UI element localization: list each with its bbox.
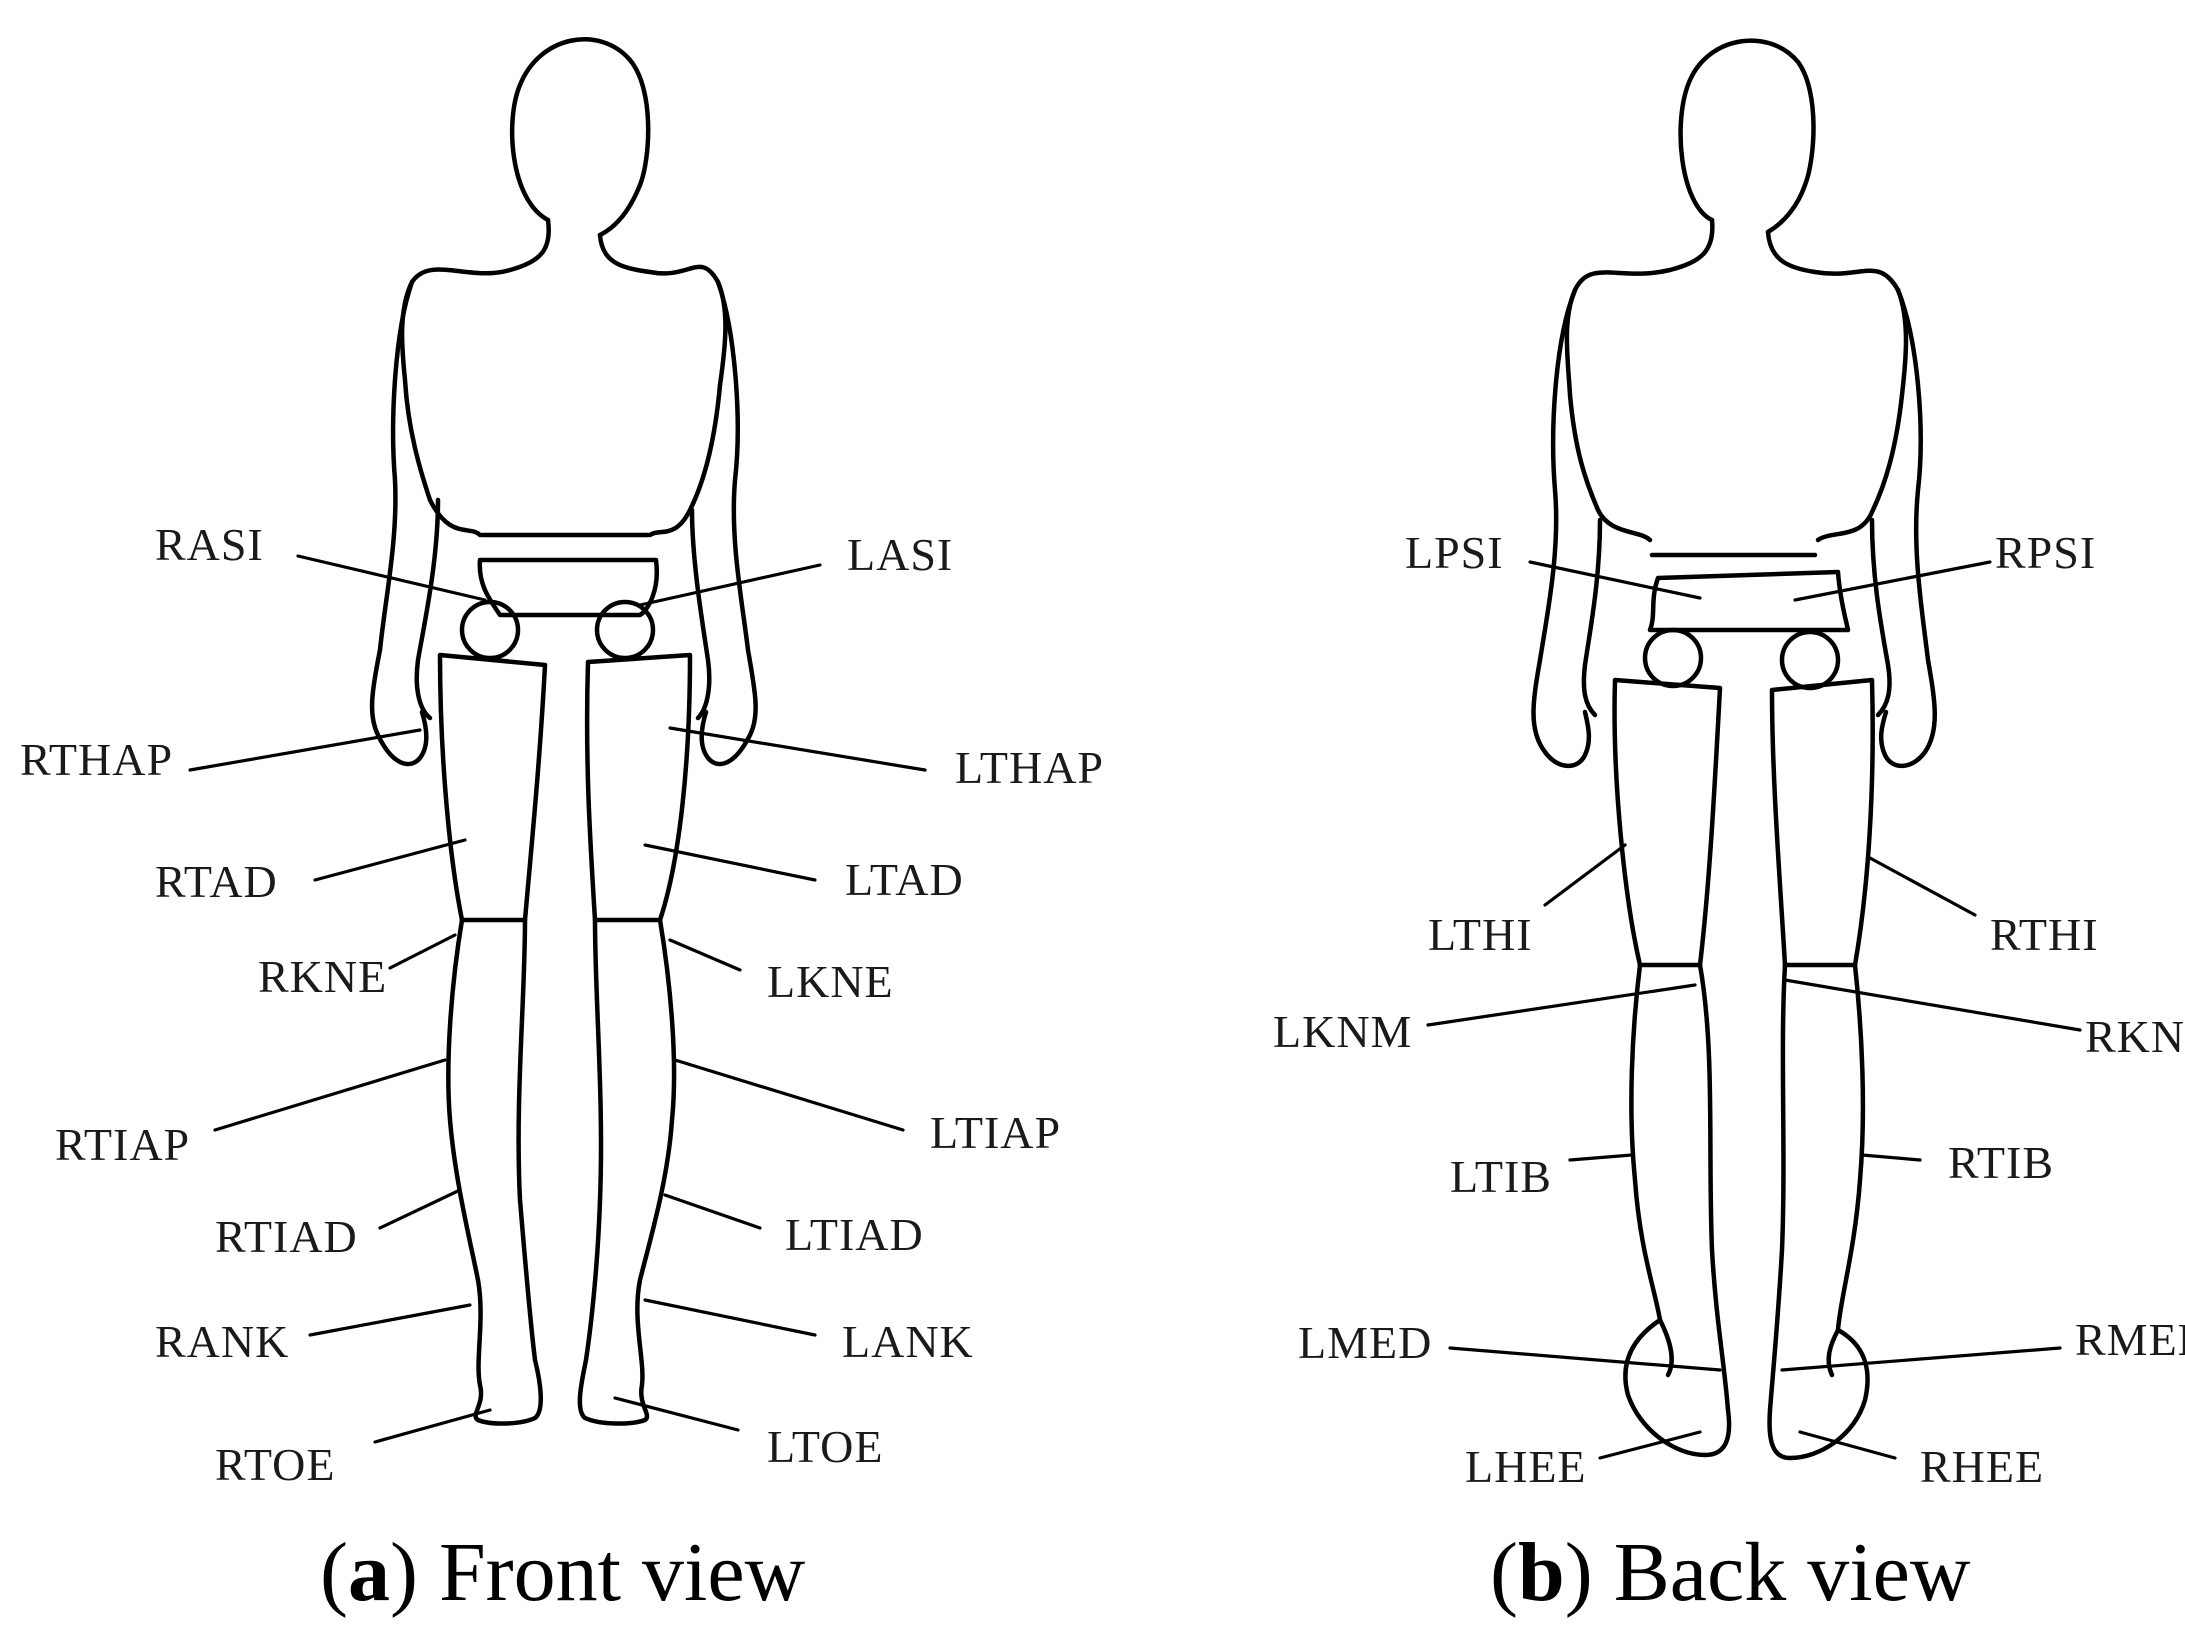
label-RASI: RASI (155, 519, 264, 570)
front-arm-left-side (699, 279, 758, 767)
leader-RTIB (1860, 1153, 1922, 1162)
leader-RTHAP (188, 728, 422, 772)
back-thigh-patch-left (1612, 677, 1723, 968)
leader-LTHAP (668, 726, 927, 772)
back-head (1678, 38, 1816, 235)
back-leg-left (1623, 962, 1732, 1458)
label-RTIAP: RTIAP (55, 1119, 190, 1170)
label-LHEE: LHEE (1465, 1441, 1587, 1492)
label-RTHAP: RTHAP (20, 734, 173, 785)
leader-LMED (1448, 1346, 1722, 1372)
leader-RTIAD (378, 1188, 462, 1230)
label-LTAD: LTAD (845, 854, 964, 905)
back-arm-right-inner (1869, 517, 1892, 718)
front-head (509, 37, 651, 238)
label-RTIB: RTIB (1948, 1137, 2054, 1188)
front-torso-outline-right (597, 232, 728, 538)
front-leg-left (577, 917, 677, 1426)
back-leader-lines (1426, 560, 2082, 1460)
leader-LHEE (1598, 1430, 1702, 1460)
label-LASI: LASI (847, 529, 953, 580)
back-thigh-patch-right (1769, 677, 1875, 968)
label-RTHI: RTHI (1990, 909, 2099, 960)
label-LTIAP: LTIAP (930, 1107, 1061, 1158)
back-arm-left-inner (1581, 517, 1603, 718)
front-arm-left-inner (689, 507, 712, 721)
label-RTOE: RTOE (215, 1439, 336, 1490)
leader-LPSI (1528, 560, 1702, 600)
label-LTHI: LTHI (1428, 909, 1533, 960)
label-RTAD: RTAD (155, 856, 278, 907)
label-RKNE: RKNE (258, 951, 387, 1002)
back-heel-right-accent (1826, 1327, 1841, 1378)
label-LKNE: LKNE (767, 956, 894, 1007)
leader-LTOE (613, 1396, 740, 1432)
leader-LTIAP (673, 1058, 905, 1132)
front-leg-right (446, 917, 543, 1426)
caption-back-view: (b) Back view (1490, 1526, 1971, 1619)
back-arm-left (1531, 287, 1592, 769)
label-LKNM: LKNM (1273, 1006, 1412, 1057)
front-pelvis-patch (477, 557, 660, 618)
leader-RTIAP (213, 1058, 447, 1132)
front-arm-right-side (369, 279, 429, 767)
front-hip-marker-left (594, 599, 656, 661)
leader-LANK (643, 1298, 817, 1337)
leader-LASI (638, 563, 822, 607)
label-RPSI: RPSI (1995, 527, 2096, 578)
back-arm-right (1878, 287, 1937, 769)
back-hip-marker-right (1779, 629, 1841, 691)
leader-LKNM (1426, 983, 1697, 1027)
label-RHEE: RHEE (1920, 1441, 2044, 1492)
leader-RANK (308, 1303, 472, 1337)
leader-LTHI (1543, 843, 1627, 907)
front-arm-right-inner (414, 497, 441, 721)
label-LTHAP: LTHAP (955, 742, 1104, 793)
front-hip-marker-right (459, 599, 521, 661)
label-RTIAD: RTIAD (215, 1211, 358, 1262)
front-thigh-patch-left (584, 652, 693, 923)
label-RANK: RANK (155, 1316, 289, 1367)
label-LMED: LMED (1298, 1317, 1432, 1368)
front-view-figure (369, 37, 758, 1426)
front-thigh-patch-right (437, 652, 548, 923)
label-LTIB: LTIB (1450, 1151, 1552, 1202)
back-heel-left-accent (1657, 1317, 1674, 1378)
leader-LTIB (1568, 1153, 1634, 1162)
back-view-figure (1531, 38, 1937, 1461)
front-marker-labels: RASI LASI RTHAP LTHAP RTAD LTAD RKNE LKN… (20, 519, 1104, 1490)
back-torso-outline-left (1564, 217, 1715, 543)
leader-RMED (1780, 1346, 2062, 1372)
leader-RTOE (373, 1408, 492, 1444)
leader-RKNM (1783, 978, 2082, 1032)
back-marker-labels: LPSI RPSI LTHI RTHI LKNM RKNM LTIB RTIB … (1273, 527, 2185, 1492)
label-LTIAD: LTIAD (785, 1209, 924, 1260)
leader-RTHI (1868, 856, 1977, 917)
label-LTOE: LTOE (767, 1421, 883, 1472)
label-RKNM: RKNM (2085, 1011, 2185, 1062)
label-LANK: LANK (842, 1316, 974, 1367)
leader-LKNE (668, 938, 742, 972)
back-pelvis-patch (1647, 569, 1851, 633)
caption-front-view: (a) Front view (320, 1526, 806, 1619)
label-LPSI: LPSI (1405, 527, 1504, 578)
leader-RKNE (388, 933, 457, 970)
back-torso-outline-right (1765, 229, 1909, 543)
front-leader-lines (188, 554, 927, 1444)
back-hip-marker-left (1642, 627, 1704, 689)
leader-RTAD (313, 838, 467, 882)
leader-RASI (296, 554, 487, 602)
label-RMED: RMED (2075, 1314, 2185, 1365)
leader-LTAD (643, 843, 817, 882)
front-torso-outline (399, 217, 551, 538)
leader-RHEE (1798, 1430, 1897, 1460)
leader-RPSI (1793, 560, 1992, 602)
back-leg-right (1767, 962, 1870, 1461)
leader-LTIAD (663, 1193, 762, 1230)
